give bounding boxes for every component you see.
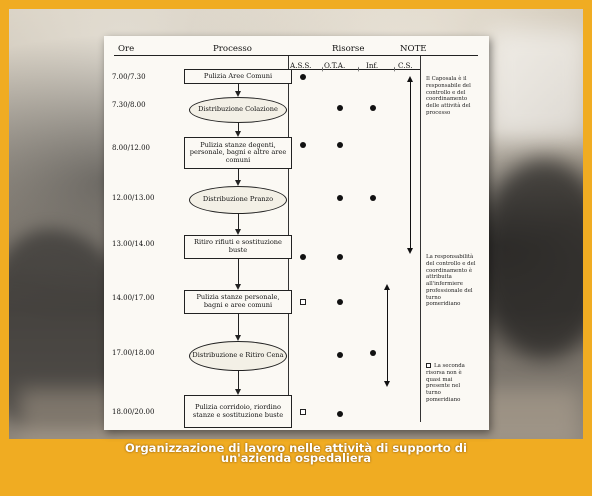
resource-dot: [370, 195, 376, 201]
flow-arrowhead: [235, 131, 241, 137]
flow-arrow: [238, 214, 239, 229]
note-text: La responsabilità del controllo e del co…: [426, 254, 476, 308]
process-step: Pulizia stanze personale, bagni e aree c…: [184, 290, 292, 314]
caption-bar: [0, 442, 592, 496]
process-step: Pulizia Aree Comuni: [184, 69, 292, 84]
col-ota: O.T.A.: [324, 61, 346, 70]
time-label: 18.00/20.00: [112, 408, 155, 416]
time-label: 13.00/14.00: [112, 240, 155, 248]
caption: Organizzazione di lavoro nelle attività …: [40, 441, 552, 465]
resource-dot: [300, 74, 306, 80]
process-step: Ritiro rifiuti e sostituzione buste: [184, 235, 292, 259]
resource-dot: [337, 105, 343, 111]
flow-arrowhead: [235, 335, 241, 341]
note-text: La seconda risorsa non è quasi mai prese…: [426, 363, 465, 403]
process-step: Pulizia corridoio, riordino stanze e sos…: [184, 395, 292, 428]
flow-arrow: [238, 84, 239, 92]
header-note: NOTE: [400, 44, 427, 54]
time-label: 8.00/12.00: [112, 144, 150, 152]
time-label: 17.00/18.00: [112, 349, 155, 357]
inf-span-arrow: [387, 290, 388, 381]
time-label: 12.00/13.00: [112, 194, 155, 202]
cs-span-arrow: [410, 82, 411, 248]
col-divider: [358, 66, 359, 72]
col-ass: A.S.S.: [290, 61, 312, 70]
arrow-up-icon: [384, 284, 390, 290]
flow-arrow: [238, 259, 239, 284]
flow-arrowhead: [235, 229, 241, 235]
flow-arrow: [238, 123, 239, 131]
resource-dot: [300, 142, 306, 148]
resource-dot: [337, 254, 343, 260]
resource-dot: [337, 299, 343, 305]
process-step: Distribuzione Pranzo: [189, 186, 287, 214]
process-step: Distribuzione e Ritiro Cena: [189, 341, 287, 371]
col-divider: [420, 56, 421, 422]
time-label: 14.00/17.00: [112, 294, 155, 302]
process-sheet: Ore Processo Risorse NOTE A.S.S. O.T.A. …: [104, 36, 489, 430]
resource-square: [300, 299, 306, 305]
resource-dot: [370, 105, 376, 111]
resource-dot: [337, 411, 343, 417]
col-cs: C.S.: [398, 61, 413, 70]
resource-square: [300, 409, 306, 415]
header-rule: [114, 55, 478, 56]
header-risorse: Risorse: [332, 44, 365, 54]
header-ore: Ore: [118, 44, 135, 54]
resource-dot: [337, 352, 343, 358]
resource-dot: [337, 142, 343, 148]
note-text: Il Caposala è il responsabile del contro…: [426, 76, 471, 116]
arrow-up-icon: [407, 76, 413, 82]
resource-dot: [337, 195, 343, 201]
caption-line: un'azienda ospedaliera: [220, 451, 372, 465]
sub-rule: [288, 69, 420, 70]
resource-dot: [300, 254, 306, 260]
flow-arrow: [238, 314, 239, 335]
process-step: Distribuzione Colazione: [189, 97, 287, 123]
arrow-down-icon: [384, 381, 390, 387]
time-label: 7.00/7.30: [112, 73, 146, 81]
caption-line: Organizzazione di lavoro nelle attività …: [125, 441, 467, 455]
resource-dot: [370, 350, 376, 356]
flow-arrow: [238, 169, 239, 180]
flow-arrowhead: [235, 180, 241, 186]
process-step: Pulizia stanze degenti, personale, bagni…: [184, 137, 292, 169]
legend-square-icon: [426, 363, 431, 368]
header-processo: Processo: [213, 44, 252, 54]
col-divider: [322, 66, 323, 72]
flow-arrow: [238, 371, 239, 389]
col-inf: Inf.: [366, 61, 379, 70]
flow-arrowhead: [235, 389, 241, 395]
col-divider: [394, 66, 395, 72]
flow-arrowhead: [235, 91, 241, 97]
arrow-down-icon: [407, 248, 413, 254]
time-label: 7.30/8.00: [112, 101, 146, 109]
flow-arrowhead: [235, 284, 241, 290]
